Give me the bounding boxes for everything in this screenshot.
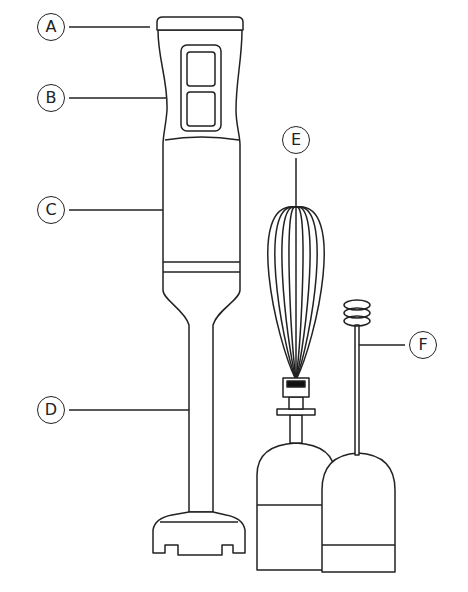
callout-circle: A [37, 13, 65, 41]
whisk-wire [268, 207, 296, 380]
callout-circle: F [409, 331, 437, 359]
whisk-wire [295, 207, 297, 380]
callout-circle: D [37, 396, 65, 424]
callout-letter: A [46, 19, 57, 35]
callout-letter: C [45, 202, 56, 218]
callout-letter: E [291, 132, 301, 148]
whisk-wire [289, 207, 296, 380]
callout-circle: E [282, 126, 310, 154]
whisk-wire [296, 207, 324, 380]
whisk-wire [275, 207, 296, 380]
callout-circle: C [37, 196, 65, 224]
hand-blender [153, 17, 245, 555]
callout-letter: F [418, 337, 427, 353]
whisk-wire [282, 207, 296, 380]
callout-letter: B [46, 90, 57, 106]
milk-frother [322, 300, 395, 572]
callout-letter: D [45, 402, 57, 418]
callout-circle: B [37, 84, 65, 112]
whisk-wire [296, 207, 303, 380]
